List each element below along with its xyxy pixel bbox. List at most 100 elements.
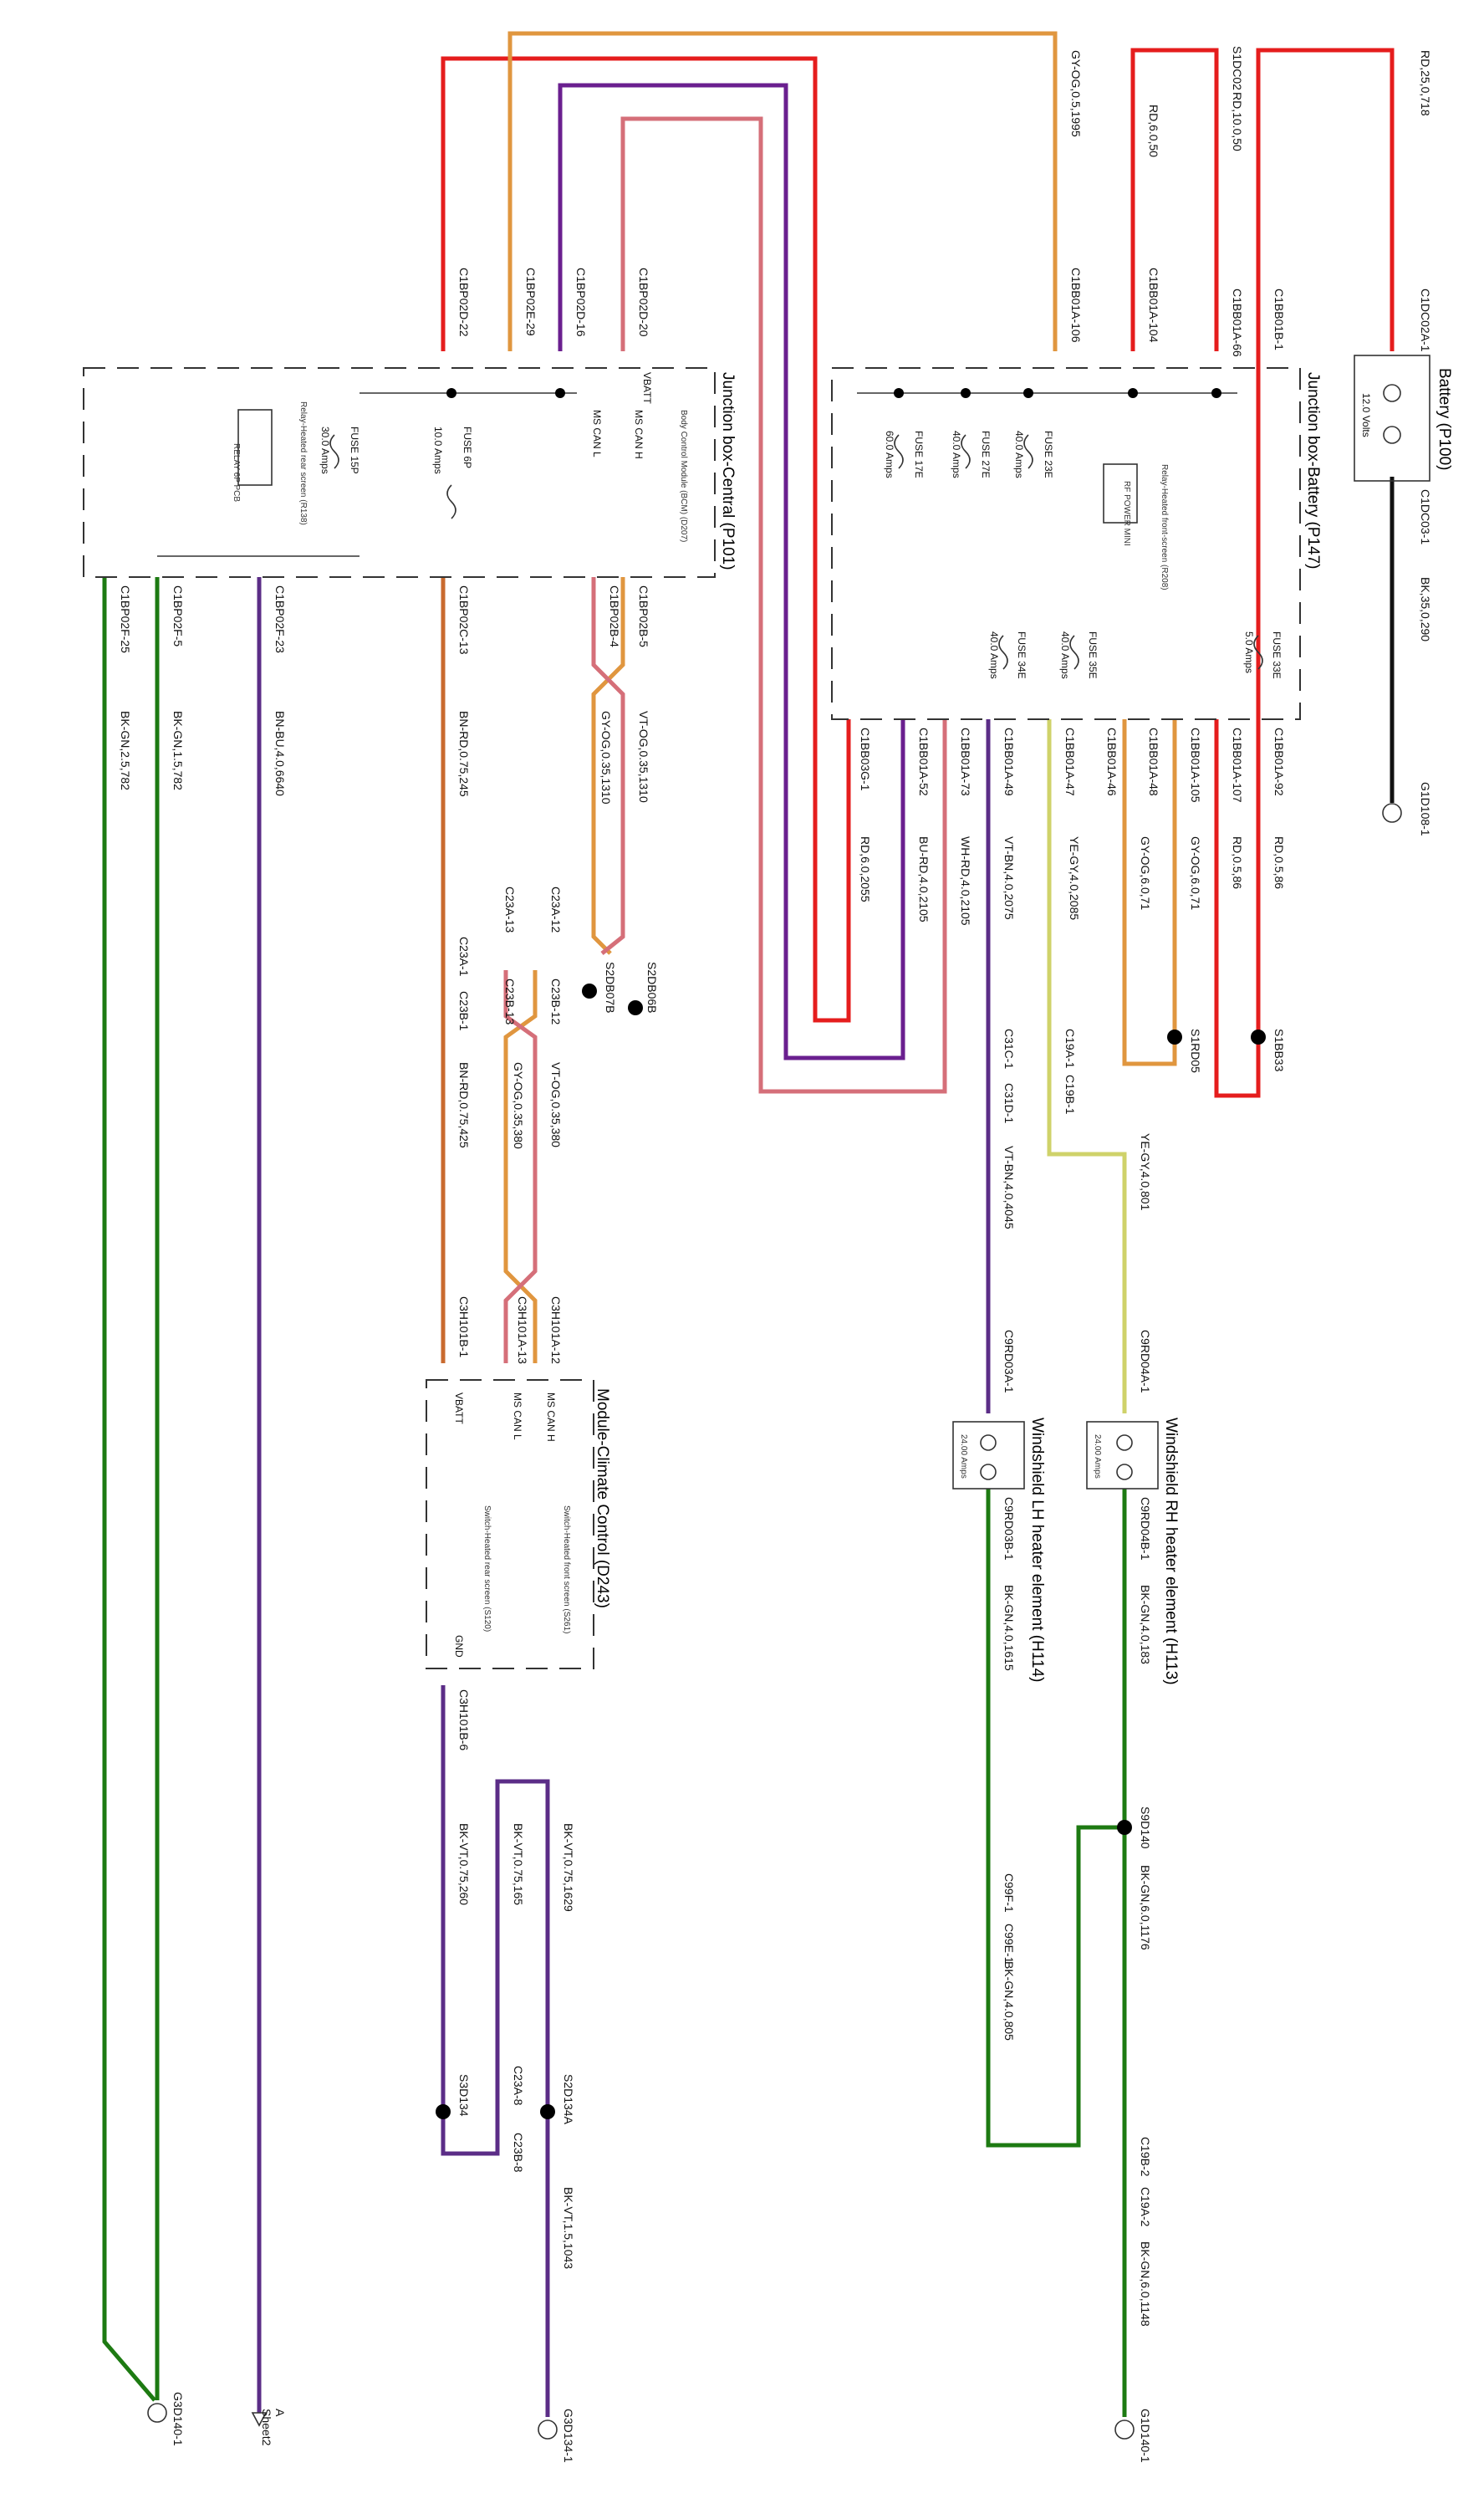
wire-label: BN-RD,0.75,425 [457, 1062, 471, 1148]
battery-voltage: 12.0 Volts [1360, 393, 1372, 437]
jbc-mscan-l: MS CAN L [591, 410, 603, 457]
splice-dot [961, 388, 971, 398]
pin-label: C3H101A-13 [516, 1296, 529, 1364]
climate-label: MS CAN L [512, 1392, 523, 1440]
pin-label: C1BP02D-16 [574, 268, 588, 337]
wire-orange-out [1122, 719, 1177, 1066]
jbc-mscan-h: MS CAN H [633, 410, 645, 459]
pin-label: C1BB01A-66 [1231, 289, 1244, 357]
pin-label: C31D-1 [1002, 1083, 1016, 1123]
climate-switch: Switch-Heated rear screen (S120) [482, 1505, 492, 1632]
pin-label: C23A-12 [549, 887, 563, 933]
splice-label: S2D134A [562, 2074, 575, 2125]
wire-label: WH-RD,4.0,2105 [959, 836, 972, 926]
pin-label: C1BP02F-25 [119, 585, 132, 653]
wire-can-h-1 [591, 577, 625, 955]
pin-label: C1BB01A-47 [1063, 728, 1077, 796]
pin-label: C9RD04A-1 [1139, 1330, 1152, 1393]
splice-dot [1023, 388, 1033, 398]
pin-label: C3H101B-6 [457, 1689, 471, 1750]
pin-label: C1BP02F-23 [273, 585, 287, 653]
boxes-layer [83, 355, 1430, 1669]
ground-label: G1D108-1 [1419, 782, 1432, 836]
fuse-6p-icon [446, 484, 456, 519]
wire-violet-gnd [441, 1685, 550, 2417]
pin-label: C9RD04B-1 [1139, 1497, 1152, 1561]
wire-label: RD,0.5,86 [1231, 836, 1244, 889]
pin-label: C23B-1 [457, 991, 471, 1031]
wire-label: BK-VT,0.75,260 [457, 1823, 471, 1905]
pin-label: C1BP02C-13 [457, 585, 471, 655]
pin-label: C23A-1 [457, 937, 471, 977]
heater-rating: 24.00 Amps [959, 1434, 968, 1479]
pin-label: C1BB01A-104 [1147, 268, 1160, 343]
pin-label: C1BB01A-48 [1147, 728, 1160, 796]
jbb-relay: Relay-Heated front-screen (R208) [1160, 464, 1169, 590]
pin-label: C23A-8 [512, 2066, 525, 2106]
heater-title: Windshield RH heater element (H113) [1162, 1418, 1180, 1685]
wire-red-104 [1130, 48, 1219, 351]
ground-icon [1114, 2420, 1135, 2440]
wire-label: YE-GY,4.0,801 [1139, 1133, 1152, 1211]
jbc-title: Junction box-Central (P101) [719, 372, 737, 570]
pin-label: C1BB01A-106 [1069, 268, 1083, 343]
jbc-relay: Relay-Heated rear screen (R138) [298, 401, 308, 525]
wire-label: BK-GN,1.5,782 [171, 711, 185, 790]
wire-label: GY-OG,0.35,380 [512, 1062, 525, 1149]
wire-can-l-1 [591, 577, 625, 955]
fuse-name: FUSE 33E [1271, 631, 1283, 679]
climate-label: GND [453, 1635, 465, 1658]
ground-icon [147, 2403, 167, 2423]
splice-dot [1117, 1820, 1132, 1835]
pin-label: C1BP02B-5 [637, 585, 650, 647]
ground-icon [538, 2420, 558, 2440]
fuse-rating: 40.0 Amps [1059, 631, 1071, 679]
wire-label: YE-GY,4.0,2085 [1068, 836, 1081, 920]
fuse-rating: 10.0 Amps [432, 427, 444, 474]
splice-dot [1128, 388, 1138, 398]
wire-yellow [1047, 719, 1127, 1413]
pin-label: C19B-1 [1063, 1075, 1077, 1115]
pin-label: C1BB01A-92 [1272, 728, 1286, 796]
splice-label: S3D134 [457, 2074, 471, 2117]
splice-dot [436, 2104, 451, 2119]
fuse-name: FUSE 34E [1016, 631, 1028, 679]
pin-label: C1BP02E-29 [524, 268, 538, 336]
wire-label: BN-BU,4.0,6640 [273, 711, 287, 796]
pin-label: C1BP02B-4 [608, 585, 621, 647]
wire-label: BK-GN,2.5,782 [119, 711, 132, 790]
battery-pos-terminal [1383, 384, 1401, 402]
wire-battery-positive [1214, 48, 1395, 1098]
fuse-27e-icon [961, 434, 971, 469]
fuse-name: FUSE 27E [980, 431, 992, 478]
wire-layer [102, 31, 1395, 2417]
pin-label: C19B-2 [1139, 2137, 1152, 2177]
pin-label: C99F-1 [1002, 1873, 1016, 1913]
pin-label: C19A-2 [1139, 2187, 1152, 2227]
splice-label: S2DB06B [645, 962, 659, 1013]
splice-dot [446, 388, 456, 398]
wire-label: BU-RD,4.0,2105 [917, 836, 931, 922]
wire-can-l-2 [503, 970, 538, 1363]
battery-neg-terminal [1383, 426, 1401, 444]
fuse-name: FUSE 6P [462, 427, 473, 468]
pin-label: C99E-1 [1002, 1924, 1016, 1964]
wire-label: GY-OG,0.5,1995 [1069, 50, 1083, 137]
wire-label: BK-GN,4.0,1615 [1002, 1585, 1016, 1671]
pin-label: C1BP02D-22 [457, 268, 471, 337]
pin-label: C1DC02A-1 [1419, 289, 1432, 352]
pin-label: C23A-13 [503, 887, 517, 933]
splice-label: S1BB33 [1272, 1029, 1286, 1072]
wire-label: BK-VT,0.75,1629 [562, 1823, 575, 1912]
splice-label: S1DC02 [1231, 46, 1244, 90]
jbb-title: Junction box-Battery (P147) [1304, 372, 1322, 570]
wire-purple-top [558, 83, 905, 1060]
pin-label: C31C-1 [1002, 1029, 1016, 1069]
splice-dot [894, 388, 904, 398]
climate-box [426, 1379, 594, 1669]
wire-red-jbc [441, 56, 851, 1023]
pin-label: C1DC03-1 [1419, 489, 1432, 544]
ground-label: G1D140-1 [1139, 2409, 1152, 2463]
heater-rh-terminal [1116, 1434, 1133, 1451]
labels-layer: Battery (P100) 12.0 Volts C1DC02A-1 C1DC… [119, 46, 1453, 2463]
